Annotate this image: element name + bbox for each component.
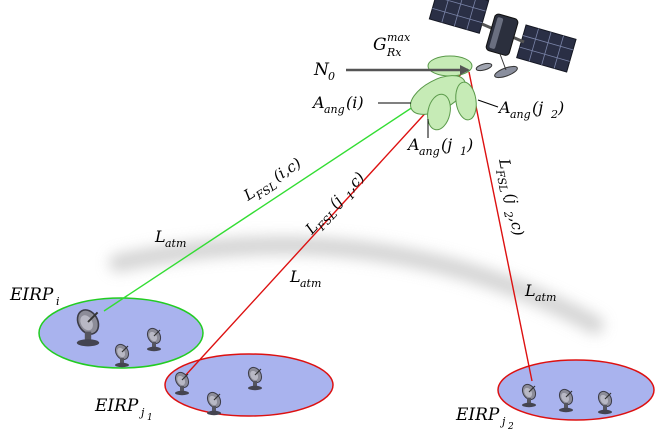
svg-text:2: 2 xyxy=(507,422,514,432)
svg-text:L: L xyxy=(289,267,301,286)
svg-text:ang: ang xyxy=(419,145,440,158)
svg-text:max: max xyxy=(387,31,411,44)
svg-text:ang: ang xyxy=(324,103,345,116)
interfering-link-j1 xyxy=(183,71,464,378)
svg-text:A: A xyxy=(311,93,325,112)
label-eirp-i: EIRP i xyxy=(9,285,60,308)
svg-text:ang: ang xyxy=(510,108,531,121)
svg-text:G: G xyxy=(373,35,387,55)
interfering-cell-j1 xyxy=(164,353,334,417)
leader-a-j2 xyxy=(477,99,499,108)
label-eirp-j2: EIRP j 2 xyxy=(455,405,514,432)
interfering-cell-j2 xyxy=(497,359,655,421)
svg-text:0: 0 xyxy=(328,70,335,83)
svg-text:A: A xyxy=(406,135,420,154)
svg-text:L: L xyxy=(495,156,515,170)
label-a-ang-j2: A ang (j 2 ) xyxy=(497,98,564,121)
svg-text:2: 2 xyxy=(501,209,515,219)
svg-text:N: N xyxy=(313,60,330,80)
label-a-ang-i: A ang (i) xyxy=(311,93,364,116)
svg-text:FSL: FSL xyxy=(493,168,510,194)
svg-text:1: 1 xyxy=(460,145,467,158)
svg-text:atm: atm xyxy=(300,277,321,290)
label-noise: N 0 xyxy=(313,60,335,83)
label-lfsl-j2: L FSL (j 2 ,c) xyxy=(493,156,528,237)
satellite-icon xyxy=(428,0,577,79)
svg-text:j: j xyxy=(499,415,506,428)
svg-text:EIRP: EIRP xyxy=(9,285,54,305)
atmosphere-band xyxy=(109,236,604,334)
svg-text:L: L xyxy=(524,281,536,300)
label-eirp-j1: EIRP j 1 xyxy=(94,396,153,423)
svg-text:atm: atm xyxy=(535,291,556,304)
svg-text:i: i xyxy=(56,295,60,308)
svg-text:(j: (j xyxy=(441,135,452,154)
svg-text:j: j xyxy=(138,406,145,419)
label-latm-3: L atm xyxy=(524,281,556,304)
svg-text:1: 1 xyxy=(147,413,153,423)
svg-text:,c): ,c) xyxy=(506,215,527,237)
interfering-link-j2 xyxy=(468,71,533,382)
svg-text:EIRP: EIRP xyxy=(455,405,500,425)
svg-text:A: A xyxy=(497,98,511,117)
label-g-rx-max: G max Rx xyxy=(373,31,411,59)
svg-text:(j: (j xyxy=(502,192,522,206)
svg-text:atm: atm xyxy=(165,237,186,250)
svg-text:2: 2 xyxy=(550,108,558,121)
svg-text:): ) xyxy=(557,98,564,117)
svg-text:(j: (j xyxy=(532,98,543,117)
svg-text:Rx: Rx xyxy=(386,46,402,59)
desired-link xyxy=(103,98,426,312)
label-lfsl-j1: L FSL (j 1 ,c) xyxy=(301,168,368,238)
svg-text:EIRP: EIRP xyxy=(94,396,139,416)
label-a-ang-j1: A ang (j 1 ) xyxy=(406,135,473,158)
svg-text:L: L xyxy=(154,227,166,246)
svg-text:(i): (i) xyxy=(346,93,364,112)
antenna-beam-pattern xyxy=(410,55,477,131)
label-latm-1: L atm xyxy=(154,227,186,250)
svg-text:(i,c): (i,c) xyxy=(270,154,305,185)
svg-text:): ) xyxy=(466,135,473,154)
label-latm-2: L atm xyxy=(289,267,321,290)
